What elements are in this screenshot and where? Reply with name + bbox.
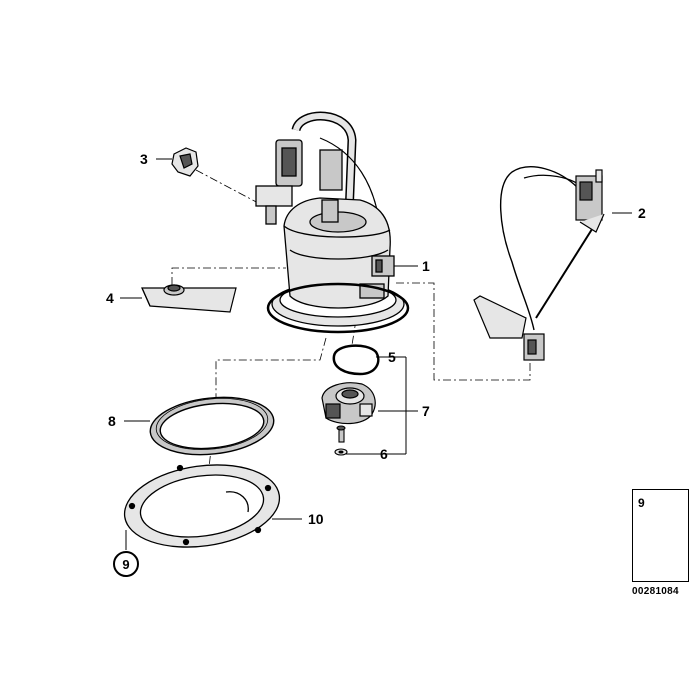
part-10-mounting-ring: [123, 464, 281, 548]
callout-1: 1: [422, 258, 430, 274]
callout-5: 5: [388, 349, 396, 365]
part-4-seal-plate: [141, 284, 237, 313]
callout-10: 10: [308, 511, 324, 527]
diagram-id: 00281084: [632, 586, 679, 597]
legend-item-number: 9: [638, 496, 645, 510]
part-2-level-sender: [473, 166, 605, 361]
callout-6: 6: [380, 446, 388, 462]
part-5-o-ring: [332, 344, 380, 376]
callout-4: 4: [106, 290, 114, 306]
legend-box: 9: [632, 489, 689, 582]
part-3-clip: [171, 147, 199, 177]
leader-lines: [120, 158, 632, 520]
part-6-screw: [334, 425, 348, 456]
part-1-fuel-pump: [255, 111, 410, 334]
callout-9-circled: 9: [113, 551, 139, 577]
callout-3: 3: [140, 151, 148, 167]
part-8-seal-ring: [149, 396, 275, 456]
callout-8: 8: [108, 413, 116, 429]
callout-7: 7: [422, 403, 430, 419]
part-7-regulator: [321, 382, 376, 425]
callout-2: 2: [638, 205, 646, 221]
